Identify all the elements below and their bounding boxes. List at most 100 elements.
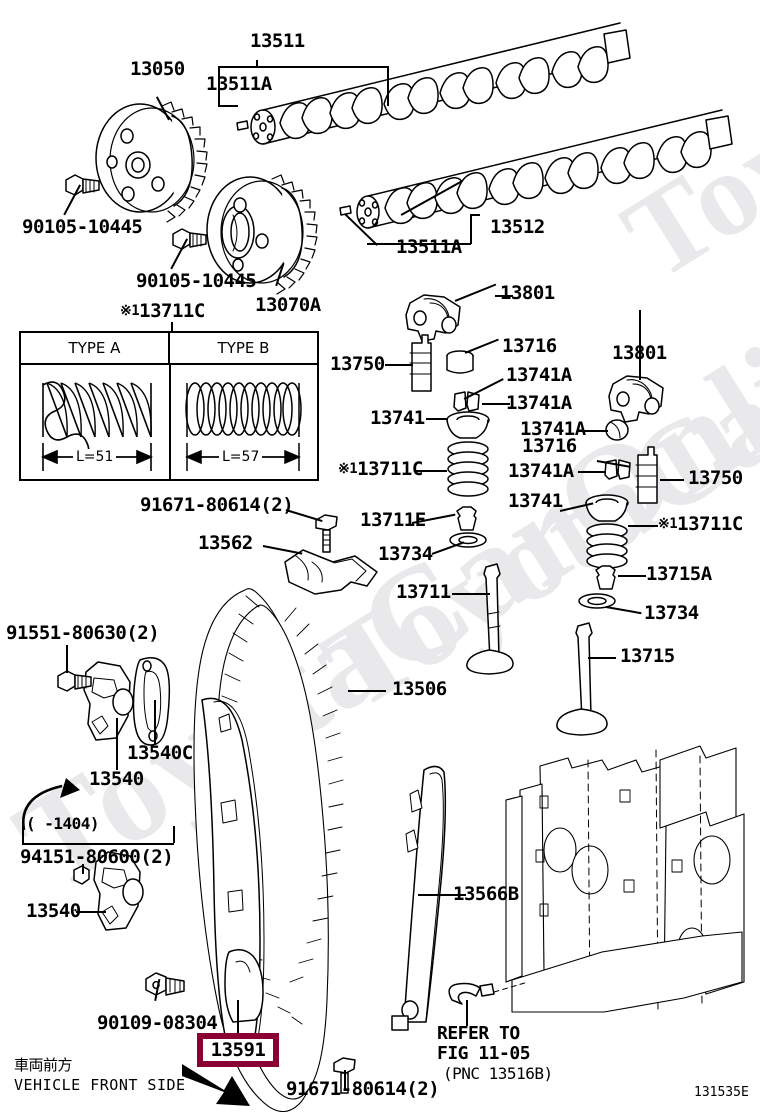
spring-retainer-13741-left-art [446,411,490,439]
valve-seal-13715a-art [595,565,616,590]
spring-type-b-header: TYPE B [217,339,270,357]
leader-13716-right [578,430,608,432]
chain-damper-13562-art [284,549,378,595]
highlighted-part-number-13591[interactable]: 13591 [197,1033,279,1067]
leader-91671-lower [344,1070,346,1090]
lash-adjuster-13750-left-art [409,334,432,392]
label-13801-right: 13801 [612,342,667,364]
leader-13801-left-h [495,295,513,297]
leader-13511a-upper [218,105,238,107]
leader-13711 [452,593,490,595]
leader-13711c-right [628,525,658,527]
keeper-13741a-left-art [453,391,480,412]
leader-13566b [418,894,466,896]
label-13562: 13562 [198,532,253,554]
spring-type-b-cell: L=57 [171,365,319,481]
bolt-90109-art [145,972,185,996]
label-13711e: 13711E [360,509,426,531]
label-13511: 13511 [250,30,305,52]
leader-13715a [618,575,646,577]
label-13741a-right-2: 13741A [508,460,574,482]
leader-13741a-left-2 [482,403,510,405]
leader-13750-right [660,479,684,481]
label-13511a-lower: 13511A [396,236,462,258]
label-91551: 91551-80630(2) [6,622,160,644]
bolt-91551-art [57,670,92,692]
leader-refer-to [466,1000,468,1026]
label-13741a-left-1: 13741A [506,364,572,386]
rocker-arm-13801-right-art [608,375,664,423]
label-90105-middle: 90105-10445 [136,270,257,292]
spring-type-a-cell: L=51 [21,365,171,481]
leader-13512-h [470,214,480,216]
leader-13540-upper [116,718,118,770]
leader-13741-left [426,418,448,420]
label-13750-right: 13750 [688,467,743,489]
leader-13506 [348,690,386,692]
leader-13715 [588,657,616,659]
leader-13512-v [470,214,472,244]
label-13741a-left-2: 13741A [506,392,572,414]
leader-94151 [82,864,84,874]
refer-to-line1: REFER TO [437,1023,520,1044]
label-date-note: ( -1404) [26,814,100,833]
tensioner-13540-lower-art [93,851,144,931]
valve-seat-13716-right-art [605,419,629,441]
front-direction-arrow-icon [182,1064,250,1106]
refer-to-line2: FIG 11-05 [437,1043,531,1064]
camshaft-13511-art [250,22,631,145]
label-13741-left: 13741 [370,407,425,429]
label-13540c: 13540C [127,742,193,764]
tensioner-13540-upper-art [83,661,134,741]
label-90105-upper: 90105-10445 [22,216,143,238]
leader-13741a-right-2 [578,471,606,473]
leader-13750-left [385,364,413,366]
label-94151: 94151-80600(2) [20,846,174,868]
leader-13540-lower [76,911,106,913]
pin-13511a-upper-art [236,120,249,131]
ref-mark-icon: ※1 [120,303,140,319]
keeper-13741a-right-art [604,459,631,480]
chain-guide-13566b-art [391,765,447,1031]
tensioner-plate-13540c-art [132,657,171,746]
leader-13511-left [218,66,220,106]
label-13711c-table: ※113711C [120,302,205,321]
label-13711: 13711 [396,581,451,603]
leader-13511a-lower-h [367,243,471,245]
spring-table-body: L=51 [21,365,317,481]
rocker-arm-13801-left-art [405,294,461,342]
vehicle-front-note-en: VEHICLE FRONT SIDE [14,1076,186,1094]
label-13512: 13512 [490,216,545,238]
label-13741-right: 13741 [508,490,563,512]
label-13715: 13715 [620,645,675,667]
label-13716-right: 13716 [522,435,577,457]
spring-a-length: L=51 [73,449,117,465]
leader-13711c-left [415,470,447,472]
leader-date-bracket-r [173,826,175,843]
leader-13511 [256,60,258,68]
sprocket-13050-art [95,101,208,223]
highlight-13591-text: 13591 [210,1039,266,1061]
intake-valve-13711-art [466,563,514,675]
label-91671-upper: 91671-80614(2) [140,494,294,516]
label-13711c-left-num: 13711C [357,458,423,480]
label-13070a: 13070A [255,294,321,316]
leader-13511-bracket [218,66,388,68]
lash-adjuster-13750-right-art [635,446,658,504]
bolt-90105-upper-art [65,174,100,196]
spring-table-header: TYPE A TYPE B [21,333,317,365]
label-13750-left: 13750 [330,353,385,375]
spring-b-length: L=57 [219,449,263,465]
label-13711c-left: ※113711C [338,460,423,479]
label-13711c-right: ※113711C [658,515,743,534]
label-13801-left: 13801 [500,282,555,304]
spring-type-table: TYPE A TYPE B [19,331,319,481]
label-90109: 90109-08304 [97,1012,218,1034]
label-13734-left: 13734 [378,543,433,565]
vehicle-front-note-jp: 車両前方 [14,1056,73,1074]
leader-date-bracket-l [22,826,24,843]
leader-13540c [154,700,156,744]
camshaft-13512-art [356,109,733,229]
label-13511a-upper: 13511A [206,73,272,95]
